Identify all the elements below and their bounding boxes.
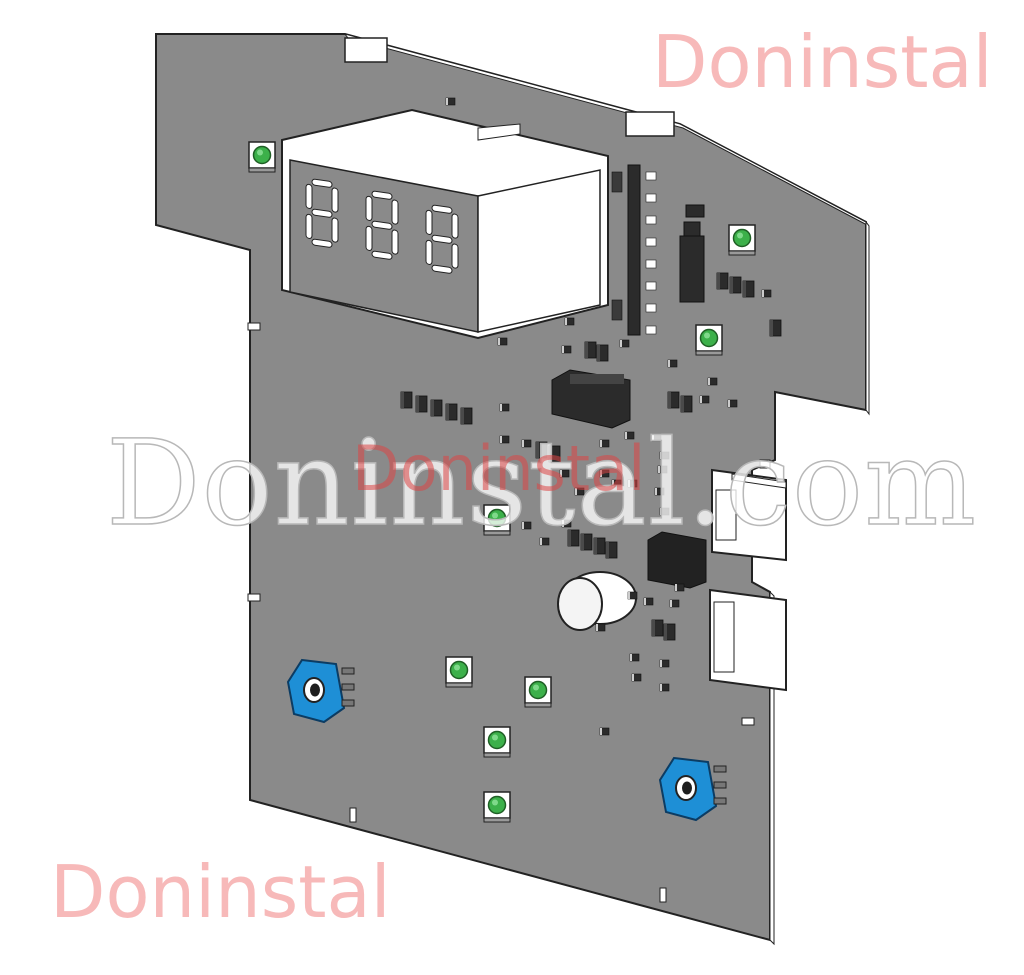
pin-header [611, 164, 657, 336]
display-digits [305, 178, 459, 274]
button-top-left [248, 141, 276, 173]
button-bottom-3 [483, 726, 511, 758]
watermark-bottom-left: Doninstal [50, 850, 391, 934]
button-top-right [728, 224, 756, 256]
watermark-top-right: Doninstal [652, 20, 993, 104]
watermark-center-domain: Doninstal.com [105, 414, 977, 552]
button-bottom-1 [445, 656, 473, 688]
button-mid-right [695, 324, 723, 356]
capacitor [557, 571, 637, 631]
watermark-center: Doninstal [352, 432, 646, 505]
connector-lower [709, 588, 787, 692]
button-bottom-2 [524, 676, 552, 708]
button-bottom-4 [483, 791, 511, 823]
connector-upper [711, 468, 787, 562]
display-module [281, 108, 609, 340]
